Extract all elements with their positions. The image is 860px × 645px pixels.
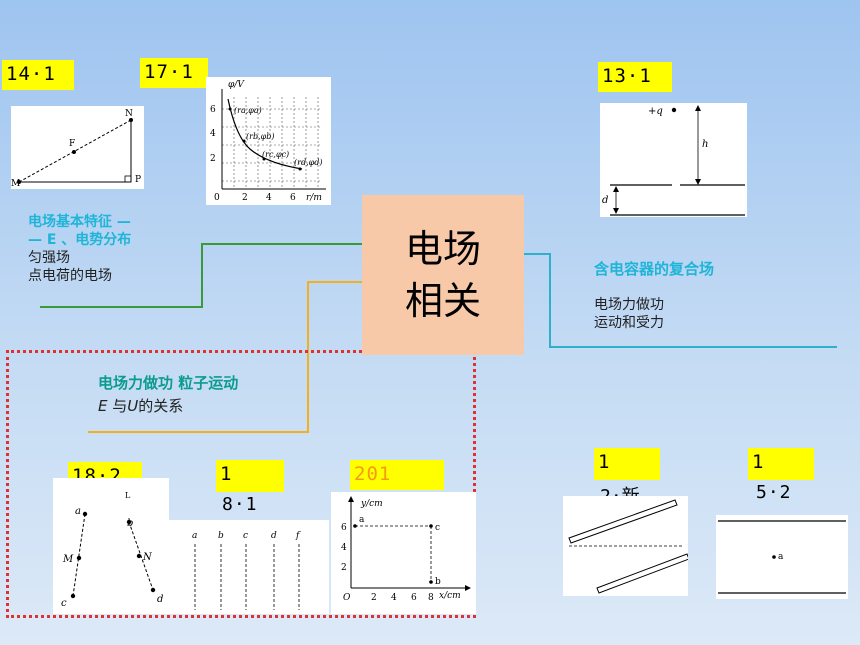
tag-18-1-line2: 8·1 [222, 494, 258, 515]
figure-18-2: L a M c b N d [53, 478, 169, 614]
figure-201-graph: y/cm x/cm a c b 6 4 2 O 2 4 6 8 [331, 492, 476, 614]
branch-capacitor-title: 含电容器的复合场 [594, 260, 715, 278]
fig18-2-b: b [127, 518, 133, 529]
figure-potential-graph: φ/V r/m 6 4 2 0 2 4 6 (ra,φa) (rb,φb) (r… [206, 77, 331, 205]
tag-15-line1: 1 [752, 451, 765, 473]
tilted-plates-svg [568, 499, 690, 594]
potential-ytick-4: 4 [210, 129, 216, 139]
point-a-label: (ra,φa) [234, 106, 262, 115]
figure-parallel-plates: a [716, 515, 848, 599]
potential-ytick-6: 6 [210, 105, 216, 115]
relation-text-2: 的关系 [138, 397, 184, 415]
charge-svg: +q h d [602, 105, 745, 216]
fig201-origin: O [343, 593, 351, 603]
tag-12-new: 1 [594, 448, 660, 480]
line-label-c: c [243, 531, 248, 541]
line-label-a: a [192, 531, 197, 541]
branch-capacitor-item2: 运动和受力 [594, 315, 664, 331]
fig201-ytick-4: 4 [341, 543, 347, 553]
branch-title-line2: — E 、电势分布 [28, 232, 132, 248]
fig18-2-c: c [61, 598, 67, 609]
potential-xlabel: r/m [306, 193, 322, 203]
triangle-svg: M F N P [11, 109, 141, 189]
branch-capacitor: 含电容器的复合场 电场力做功 运动和受力 [594, 260, 814, 332]
branch-title-line1: 电场基本特征 — [28, 214, 131, 230]
center-topic: 电场 相关 [362, 195, 524, 355]
fig18-2-m: M [62, 554, 74, 565]
height-h-label: h [702, 139, 708, 150]
potential-svg: φ/V r/m 6 4 2 0 2 4 6 (ra,φa) (rb,φb) (r… [210, 80, 326, 203]
potential-xtick-4: 4 [266, 193, 272, 203]
figure-charge-plate: +q h d [600, 103, 747, 217]
branch-e-u-relation: E 与U的关系 [98, 397, 318, 415]
fig201-xtick-4: 4 [391, 593, 397, 603]
plates-point-a: a [778, 552, 784, 562]
tag-18-1: 1 [216, 460, 284, 492]
line-label-d: d [271, 531, 277, 541]
orange-connector [88, 281, 362, 433]
center-line-1: 电场 [404, 227, 481, 271]
fig18-2-a: a [75, 506, 81, 517]
tag-17-1: 17·1 [140, 58, 208, 88]
fig18-2-d: d [157, 594, 163, 605]
green-connector [40, 243, 362, 308]
branch-capacitor-item1: 电场力做功 [594, 297, 664, 313]
label-m: M [11, 179, 20, 189]
fig18-2-n: N [142, 552, 153, 563]
tag-14-1: 14·1 [2, 60, 74, 90]
label-f: F [69, 139, 75, 149]
tag-13-1: 13·1 [598, 62, 672, 92]
fig-201-svg: y/cm x/cm a c b 6 4 2 O 2 4 6 8 [341, 496, 471, 603]
branch-basic-features: 电场基本特征 — — E 、电势分布 匀强场 点电荷的电场 [28, 213, 218, 285]
fig201-ylabel: y/cm [360, 499, 383, 509]
branch-item-uniform-field: 匀强场 [28, 250, 70, 266]
relation-text-1: 与 [107, 397, 128, 415]
figure-tilted-plates [563, 496, 690, 596]
charge-q-label: +q [648, 106, 663, 117]
potential-ylabel: φ/V [228, 80, 245, 90]
potential-xtick-6: 6 [290, 193, 296, 203]
symbol-u: U [127, 397, 139, 415]
highlight-dotted-box [6, 350, 476, 618]
fig201-xtick-6: 6 [411, 593, 417, 603]
line-label-b: b [218, 531, 224, 541]
potential-xtick-2: 2 [242, 193, 248, 203]
tag-18-1-line1: 1 [220, 463, 233, 485]
center-line-2: 相关 [404, 279, 481, 323]
fig18-2-top-label: L [125, 491, 131, 500]
parallel-plates-svg: a [718, 520, 846, 594]
figure-triangle: M F N P [11, 106, 144, 189]
fig201-ytick-2: 2 [341, 563, 347, 573]
potential-ytick-2: 2 [210, 154, 216, 164]
tag-15-2: 1 [748, 448, 814, 480]
potential-xtick-0: 0 [214, 193, 220, 203]
point-d-label: (rd,φd) [294, 158, 322, 167]
fig201-a: a [359, 515, 365, 525]
fig201-xtick-8: 8 [428, 593, 434, 603]
label-n: N [125, 109, 133, 119]
fig201-ytick-6: 6 [341, 523, 347, 533]
fig201-c: c [435, 523, 440, 533]
fig-18-2-svg: L a M c b N d [61, 491, 163, 609]
fig201-xtick-2: 2 [371, 593, 377, 603]
cyan-connector [524, 253, 837, 348]
fig-18-1-svg: a b c d f [192, 531, 301, 610]
tag-201: 201 [350, 460, 444, 490]
tag-12-line1: 1 [598, 451, 611, 473]
branch-item-point-charge: 点电荷的电场 [28, 268, 112, 284]
tag-15-line2: 5·2 [756, 482, 792, 503]
symbol-e: E [98, 397, 108, 415]
point-c-label: (rc,φc) [262, 150, 289, 159]
branch-work-title: 电场力做功 粒子运动 [98, 374, 239, 392]
point-b-label: (rb,φb) [246, 132, 274, 141]
line-label-f: f [295, 531, 301, 541]
fig201-xlabel: x/cm [439, 591, 461, 601]
branch-work-motion: 电场力做功 粒子运动 E 与U的关系 [98, 372, 318, 415]
fig201-b: b [435, 577, 441, 587]
figure-18-1: a b c d f [169, 520, 329, 614]
gap-d-label: d [602, 195, 608, 206]
label-p: P [135, 175, 141, 185]
